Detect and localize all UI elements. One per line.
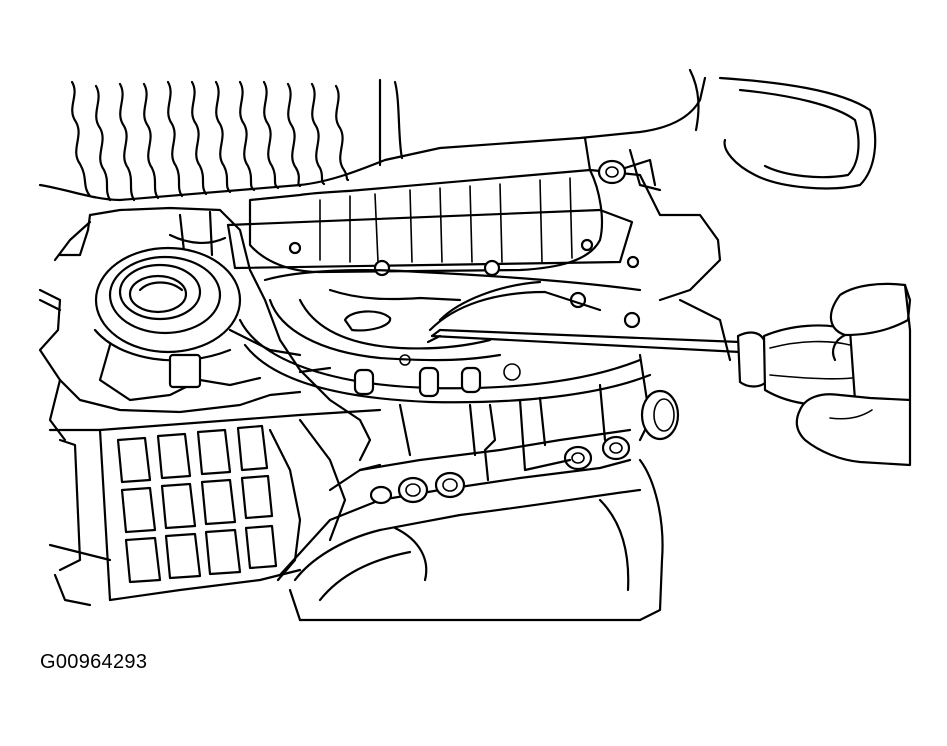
upper-oil-pan — [226, 168, 634, 274]
figure-code: G00964293 — [40, 651, 148, 673]
right-upper-housing — [583, 76, 877, 302]
hand — [795, 282, 912, 467]
side-plug — [640, 389, 680, 441]
lower-oil-pan — [278, 458, 664, 622]
middle-housing-details — [398, 298, 732, 482]
misc-housing-lines — [38, 220, 332, 374]
housing-bolt — [597, 159, 627, 185]
pan-flange-bolts — [358, 428, 632, 505]
input-shaft-seal-outer — [94, 246, 242, 354]
engine-cooling-fins — [38, 68, 707, 202]
screwdriver-collar — [736, 331, 768, 388]
lower-housing-ring — [238, 318, 652, 404]
lower-ribbed-case — [48, 408, 382, 607]
left-transmission-case — [38, 206, 372, 462]
rear-oil-seal — [263, 268, 642, 362]
flange-bolts — [288, 238, 641, 329]
